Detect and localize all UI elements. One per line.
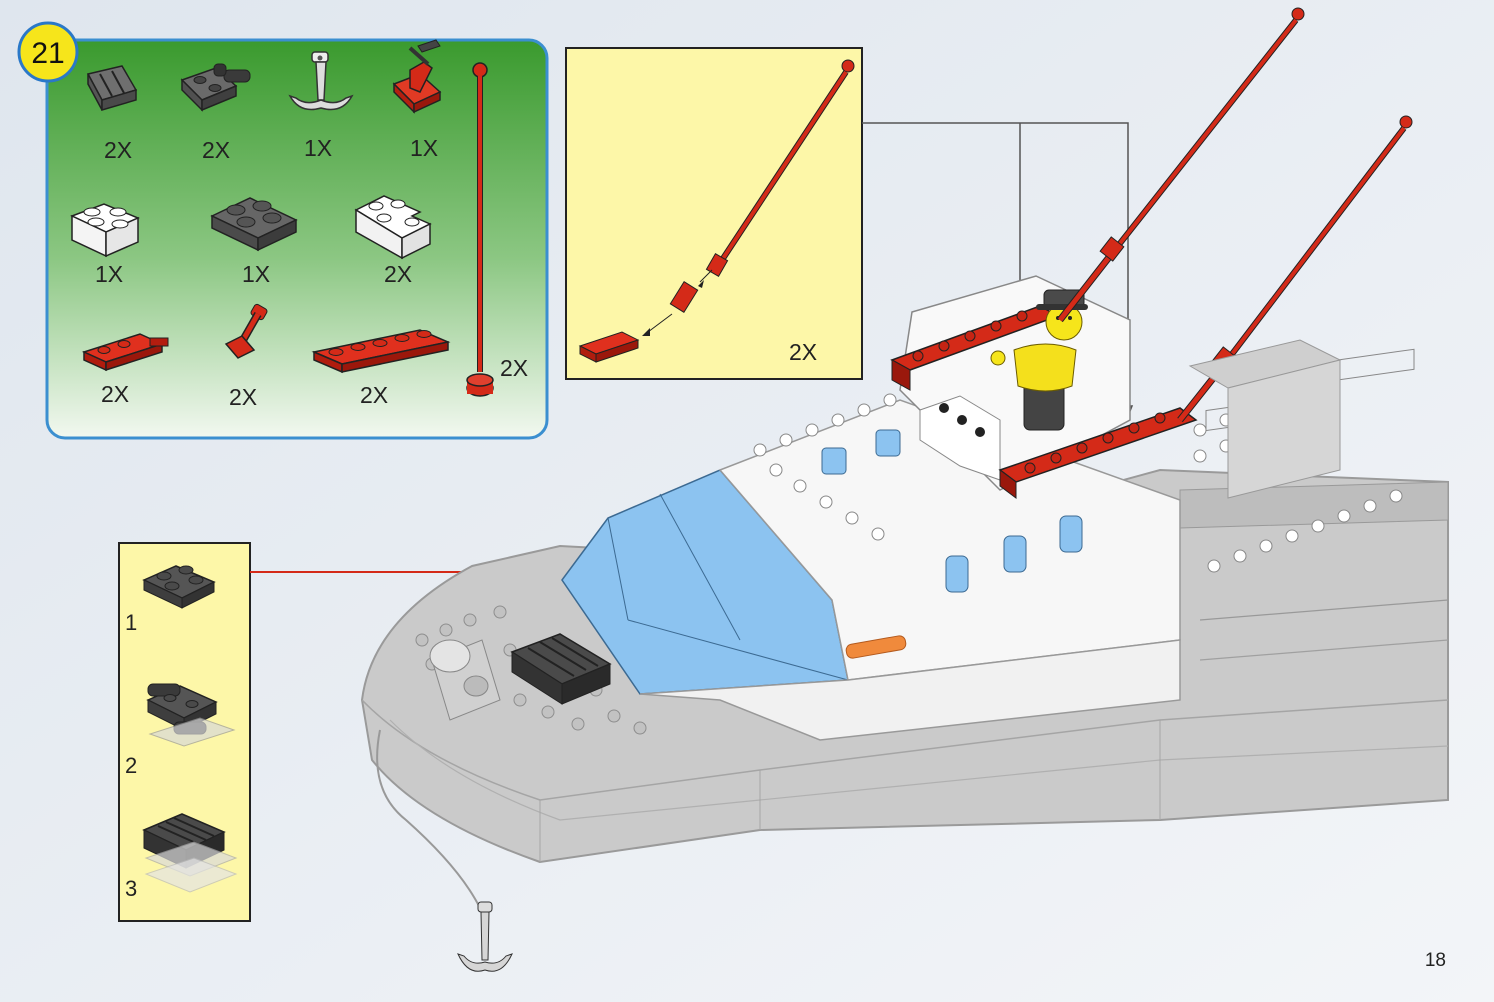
part-qty-5: 1X (95, 261, 123, 287)
antenna-pole-icon (466, 62, 494, 397)
plate-1x6-red-icon (311, 329, 451, 374)
hinge-step-2-number: 2 (125, 753, 137, 778)
boat-antenna-left (1057, 7, 1305, 323)
hinge-step-3-number: 3 (125, 876, 137, 901)
brick-2x2-white-icon (70, 203, 140, 258)
hanging-anchor-icon (457, 901, 513, 972)
bridge-red-plates (890, 305, 1198, 499)
antenna-subassembly-qty: 2X (789, 339, 817, 365)
hinge-step-1-number: 1 (125, 610, 137, 635)
part-qty-1: 2X (104, 137, 132, 163)
cabin (639, 399, 1181, 741)
winch-icon (429, 639, 501, 721)
part-qty-3: 1X (304, 135, 332, 161)
hinge-step-3-icon (142, 813, 238, 893)
part-qty-6: 1X (242, 261, 270, 287)
plate-2x2-dark-icon (210, 197, 298, 252)
hinge-subassembly-callout: 1 2 3 (118, 542, 251, 922)
corner-brick-white-icon (354, 195, 432, 260)
hinge-step-1-icon (142, 565, 216, 609)
antenna-subassembly-callout: 2X (565, 47, 863, 380)
step-number: 21 (31, 37, 64, 70)
anchor-icon (288, 51, 354, 111)
hinge-plate-icon (180, 63, 251, 112)
plate-clip-red-icon (81, 333, 169, 372)
parts-list-panel: 2X 2X 1X 1X (45, 38, 549, 440)
grille-plate-icon (86, 65, 138, 112)
part-qty-2: 2X (202, 137, 230, 163)
part-qty-11: 2X (500, 355, 528, 381)
boat-model-illustration (360, 7, 1449, 972)
part-qty-4: 1X (410, 135, 438, 161)
antenna-joint-icon (224, 303, 268, 359)
page-number: 18 (1425, 950, 1446, 971)
part-qty-10: 2X (360, 382, 388, 408)
part-qty-8: 2X (101, 381, 129, 407)
orange-hose-icon (845, 635, 907, 659)
bow-hinge-grille-icon (510, 633, 612, 705)
lever-base-icon (392, 39, 442, 114)
step-number-badge: 21 (17, 21, 79, 83)
part-qty-9: 2X (229, 384, 257, 410)
anchor-rope (376, 729, 481, 909)
captain-minifigure (990, 289, 1088, 431)
hinge-step-2-icon (146, 683, 236, 747)
part-qty-7: 2X (384, 261, 412, 287)
stern-rail (1188, 339, 1342, 499)
